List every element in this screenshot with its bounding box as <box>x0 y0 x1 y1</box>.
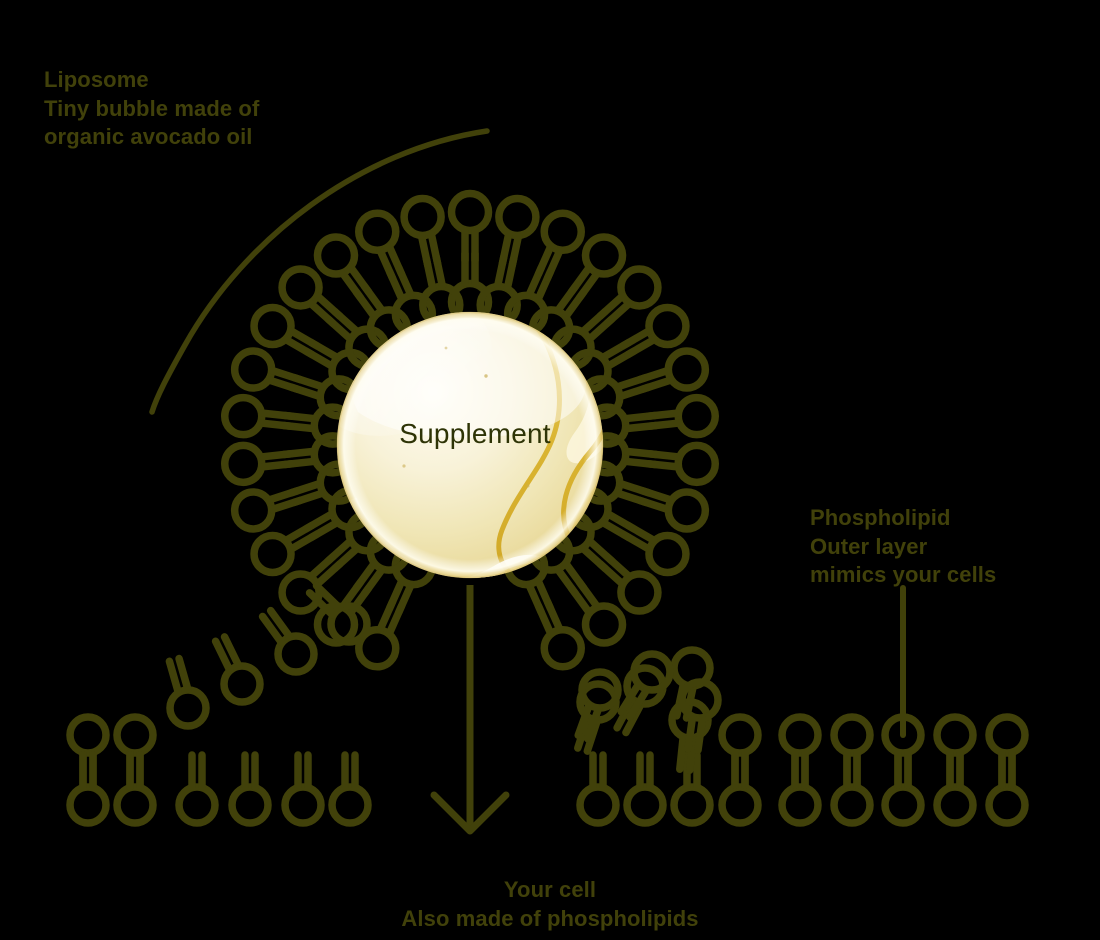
phospholipid-molecule-icon <box>619 303 690 359</box>
phospholipid-label-line2: mimics your cells <box>810 562 997 588</box>
phospholipid-molecule-icon <box>985 713 1029 789</box>
phospholipid-molecule-icon <box>933 713 977 789</box>
phospholipid-molecule-icon <box>985 751 1029 827</box>
phospholipid-molecule-icon <box>635 347 710 394</box>
phospholipid-molecule-icon <box>220 441 296 487</box>
phospholipid-molecule-icon <box>619 521 690 577</box>
phospholipid-molecule-icon <box>678 678 722 754</box>
phospholipid-molecule-icon <box>281 751 325 827</box>
cell-label: Your cell Also made of phospholipids <box>0 876 1100 933</box>
phospholipid-molecule-icon <box>778 713 822 789</box>
phospholipid-molecule-icon <box>718 713 762 789</box>
phospholipid-molecule-icon <box>495 194 540 270</box>
cell-label-title: Your cell <box>503 877 597 902</box>
phospholipid-molecule-icon <box>328 751 372 827</box>
phospholipid-molecule-icon <box>220 393 296 439</box>
phospholipid-label: Phospholipid Outer layer mimics your cel… <box>810 504 996 590</box>
phospholipid-molecule-icon <box>574 668 622 743</box>
phospholipid-molecule-icon <box>355 209 406 282</box>
phospholipid-molecule-icon <box>933 751 977 827</box>
phospholipid-molecule-icon <box>278 265 344 328</box>
phospholipid-molecule-icon <box>66 751 110 827</box>
phospholipid-molecule-icon <box>211 633 264 706</box>
cell-label-line1: Also made of phospholipids <box>401 905 699 931</box>
phospholipid-molecule-icon <box>250 521 321 577</box>
phospholipid-molecule-icon <box>576 751 620 827</box>
curved-leader-line-icon <box>149 128 490 415</box>
phospholipid-molecule-icon <box>617 650 674 721</box>
phospholipid-molecule-icon <box>313 233 373 302</box>
phospholipid-molecule-icon <box>567 578 627 647</box>
phospholipid-molecule-icon <box>596 552 662 615</box>
phospholipid-molecule-icon <box>534 598 585 671</box>
phospholipid-molecule-icon <box>567 233 627 302</box>
phospholipid-molecule-icon <box>113 751 157 827</box>
phospholipid-molecule-icon <box>175 751 219 827</box>
phospholipid-molecule-icon <box>718 751 762 827</box>
phospholipid-molecule-icon <box>635 486 710 533</box>
cell-membrane-bilayer <box>66 581 1029 827</box>
phospholipid-molecule-icon <box>250 303 321 359</box>
phospholipid-molecule-icon <box>400 194 445 270</box>
phospholipid-molecule-icon <box>596 265 662 328</box>
phospholipid-molecule-icon <box>623 751 667 827</box>
phospholipid-molecule-icon <box>230 486 305 533</box>
liposome-label-title: Liposome <box>44 67 149 92</box>
phospholipid-molecule-icon <box>881 751 925 827</box>
phospholipid-molecule-icon <box>447 189 493 265</box>
phospholipid-molecule-icon <box>230 347 305 394</box>
phospholipid-molecule-icon <box>113 713 157 789</box>
phospholipid-molecule-icon <box>830 713 874 789</box>
phospholipid-molecule-icon <box>305 581 371 646</box>
down-arrow-icon <box>430 585 510 835</box>
phospholipid-molecule-icon <box>165 654 210 730</box>
phospholipid-molecule-icon <box>644 393 720 439</box>
phospholipid-molecule-icon <box>644 441 720 487</box>
phospholipid-label-title: Phospholipid <box>810 505 951 530</box>
phospholipid-molecule-icon <box>778 751 822 827</box>
liposome-label-line2: organic avocado oil <box>44 124 253 150</box>
phospholipid-molecule-icon <box>258 606 318 676</box>
phospholipid-molecule-icon <box>534 209 585 282</box>
liposome-label: Liposome Tiny bubble made of organic avo… <box>44 66 259 152</box>
supplement-core-label: Supplement <box>399 418 551 449</box>
phospholipid-molecule-icon <box>830 751 874 827</box>
phospholipid-molecule-icon <box>355 598 406 671</box>
liposome-label-line1: Tiny bubble made of <box>44 95 260 121</box>
phospholipid-label-line1: Outer layer <box>810 533 928 559</box>
phospholipid-molecule-icon <box>228 751 272 827</box>
phospholipid-molecule-icon <box>66 713 110 789</box>
